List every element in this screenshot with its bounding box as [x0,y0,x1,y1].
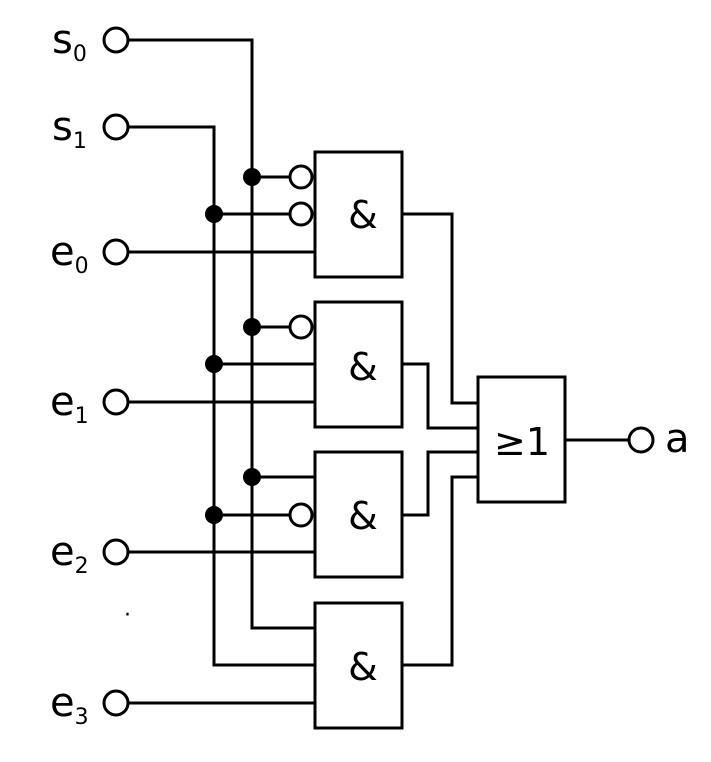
and-gate-label: & [348,345,378,389]
or-gate: ≥1 [476,375,567,504]
wire-gate2-out [400,362,480,430]
or-gate-body [476,375,567,504]
junction-dot [205,506,223,524]
label-s0-name: s [52,17,73,63]
terminal-e0[interactable] [102,238,130,266]
and-gate-label: & [348,494,378,538]
terminal-s1[interactable] [102,113,130,141]
label-e0: e0 [50,229,89,279]
negation-bubble [288,164,314,190]
label-e2: e2 [50,529,89,579]
junction-dot [243,168,261,186]
input-terminals [102,26,130,717]
and-gate-4: & [313,601,404,730]
terminal-a[interactable] [627,426,655,454]
label-e2-name: e [50,529,75,575]
wire-gate4-out [400,475,480,667]
junction-dot [243,468,261,486]
label-e3-index: 3 [75,705,89,730]
wire-gate1-out [400,212,480,405]
label-s0-index: 0 [73,42,87,67]
label-e0-index: 0 [75,254,89,279]
junction-dot [205,205,223,223]
junction-dot [243,318,261,336]
and-gate-label: & [348,645,378,689]
junctions [205,168,261,524]
junction-dot [205,355,223,373]
label-e1-index: 1 [75,404,89,429]
label-s1-name: s [52,104,73,150]
and-gate-body [313,450,404,579]
label-a: a [665,416,690,462]
terminal-e3[interactable] [102,689,130,717]
and-gate-2: & [288,300,404,429]
and-gate-body [313,300,404,429]
terminal-s0[interactable] [102,26,130,54]
and-gate-label: & [348,193,378,237]
wire-s1 [126,125,317,667]
negation-bubble [288,201,314,227]
label-e2-index: 2 [75,554,89,579]
wire-gate3-out [400,450,480,517]
and-gate-body [313,601,404,730]
label-s0: s0 [52,17,87,67]
label-e0-name: e [50,229,75,275]
label-e3-name: e [50,680,75,726]
negation-bubble [288,502,314,528]
and-gate-body [313,150,404,279]
label-s1-index: 1 [73,129,87,154]
label-e3: e3 [50,680,89,730]
or-gate-label: ≥1 [494,420,550,464]
terminal-e2[interactable] [102,538,130,566]
stray-dot: · [124,603,131,628]
label-s1: s1 [52,104,87,154]
and-gate-1: & [288,150,404,279]
terminal-e1[interactable] [102,388,130,416]
input-labels: s0 s1 e0 e1 e2 e3 [50,17,89,730]
label-e1-name: e [50,379,75,425]
negation-bubble [288,314,314,340]
and-gate-3: & [288,450,404,579]
label-e1: e1 [50,379,89,429]
